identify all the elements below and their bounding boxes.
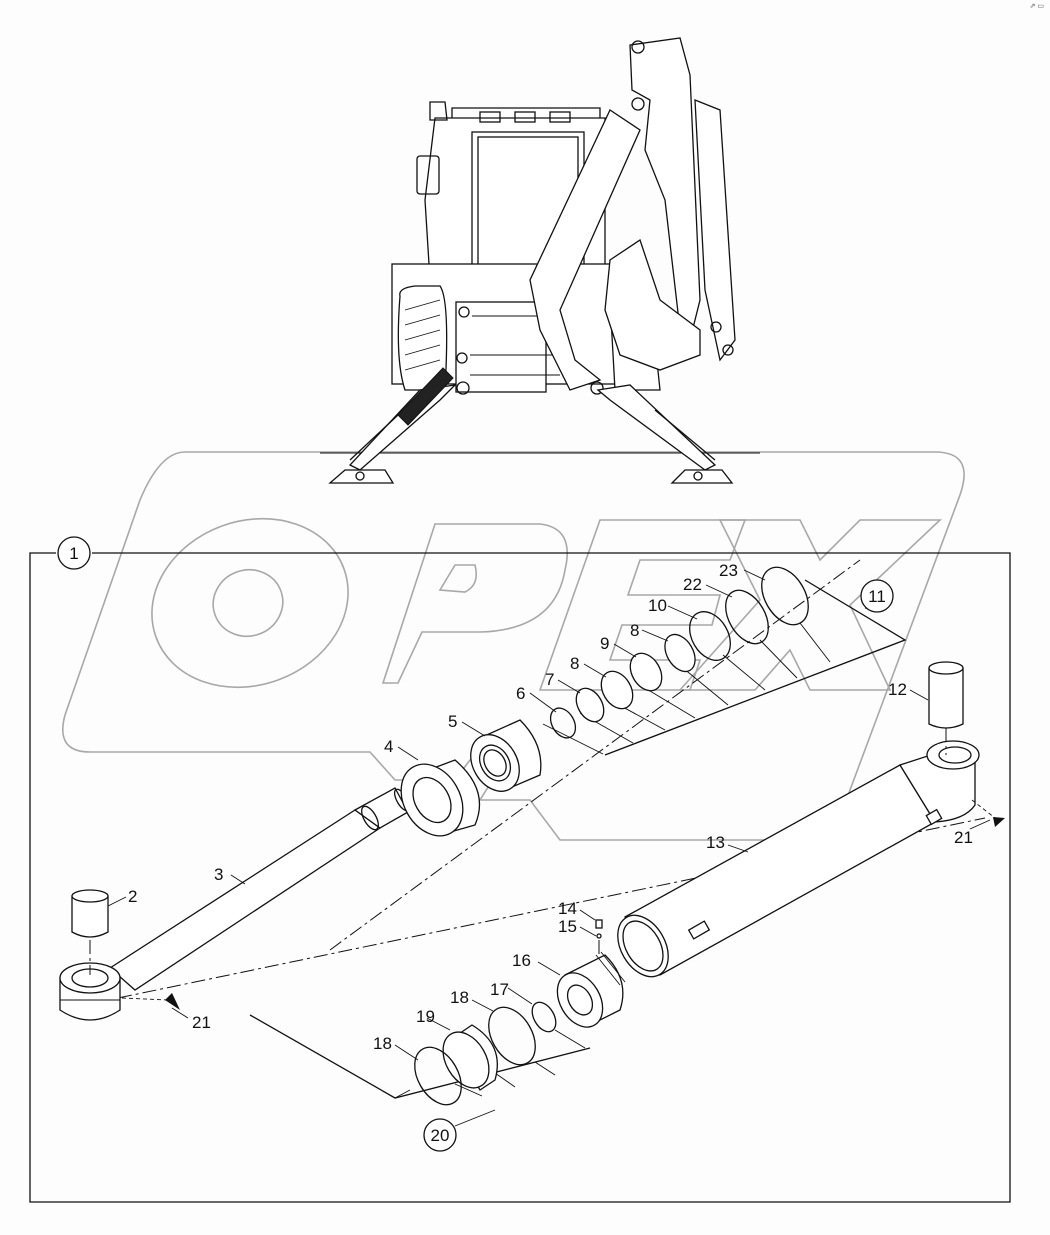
- label-13: 13: [706, 833, 725, 852]
- rod-eye: [59, 962, 121, 1021]
- label-15: 15: [558, 917, 577, 936]
- part-3-piston-rod: [108, 787, 411, 991]
- corner-mark: ⇗ ▭: [1029, 3, 1044, 10]
- backhoe-machine-illustration: [320, 37, 760, 484]
- group-20-bracket: 20: [249, 1014, 591, 1152]
- part-4-gland-nut: [400, 759, 481, 837]
- label-9: 9: [600, 634, 609, 653]
- label-17: 17: [490, 980, 509, 999]
- label-12: 12: [888, 680, 907, 699]
- callout-20: 20: [431, 1126, 450, 1145]
- label-21a: 21: [192, 1013, 211, 1032]
- part-16-piston: [556, 951, 626, 1028]
- part-labels: 2 3 4 5 6 7 8 9 8 10 22 23 12 13 14 15 1…: [128, 561, 973, 1053]
- label-3: 3: [214, 865, 223, 884]
- part-5-gland: [470, 719, 542, 792]
- label-7: 7: [545, 670, 554, 689]
- grease-fitting-indicators: [121, 799, 1005, 1010]
- label-14: 14: [558, 899, 577, 918]
- part-2-bushing: [71, 889, 109, 975]
- seal-rings-group-20: [414, 1001, 557, 1106]
- label-8a: 8: [570, 654, 579, 673]
- arrow-21-rod-icon: [165, 993, 180, 1010]
- part-12-bushing: [928, 661, 964, 755]
- leader-lines: [107, 569, 991, 1061]
- label-6: 6: [516, 684, 525, 703]
- label-5: 5: [448, 712, 457, 731]
- label-18b: 18: [373, 1034, 392, 1053]
- axis-rod-center: [329, 559, 861, 951]
- seal-rings-group-11: [549, 566, 809, 739]
- label-8b: 8: [630, 621, 639, 640]
- callout-1: 1: [69, 544, 78, 563]
- label-22: 22: [683, 575, 702, 594]
- assembly-frame: 1: [29, 536, 1011, 1203]
- part-14-15-screw-ball: [595, 919, 603, 955]
- label-16: 16: [512, 951, 531, 970]
- label-19: 19: [416, 1007, 435, 1026]
- label-21b: 21: [954, 828, 973, 847]
- part-13-cylinder-barrel: [617, 764, 936, 978]
- arrow-21-barrel-icon: [993, 817, 1005, 827]
- label-4: 4: [384, 737, 393, 756]
- callout-11: 11: [868, 587, 886, 606]
- opex-watermark: [62, 451, 965, 841]
- barrel-eye: [899, 740, 980, 826]
- label-23: 23: [719, 561, 738, 580]
- label-10: 10: [648, 596, 667, 615]
- label-2: 2: [128, 887, 137, 906]
- label-18a: 18: [450, 988, 469, 1007]
